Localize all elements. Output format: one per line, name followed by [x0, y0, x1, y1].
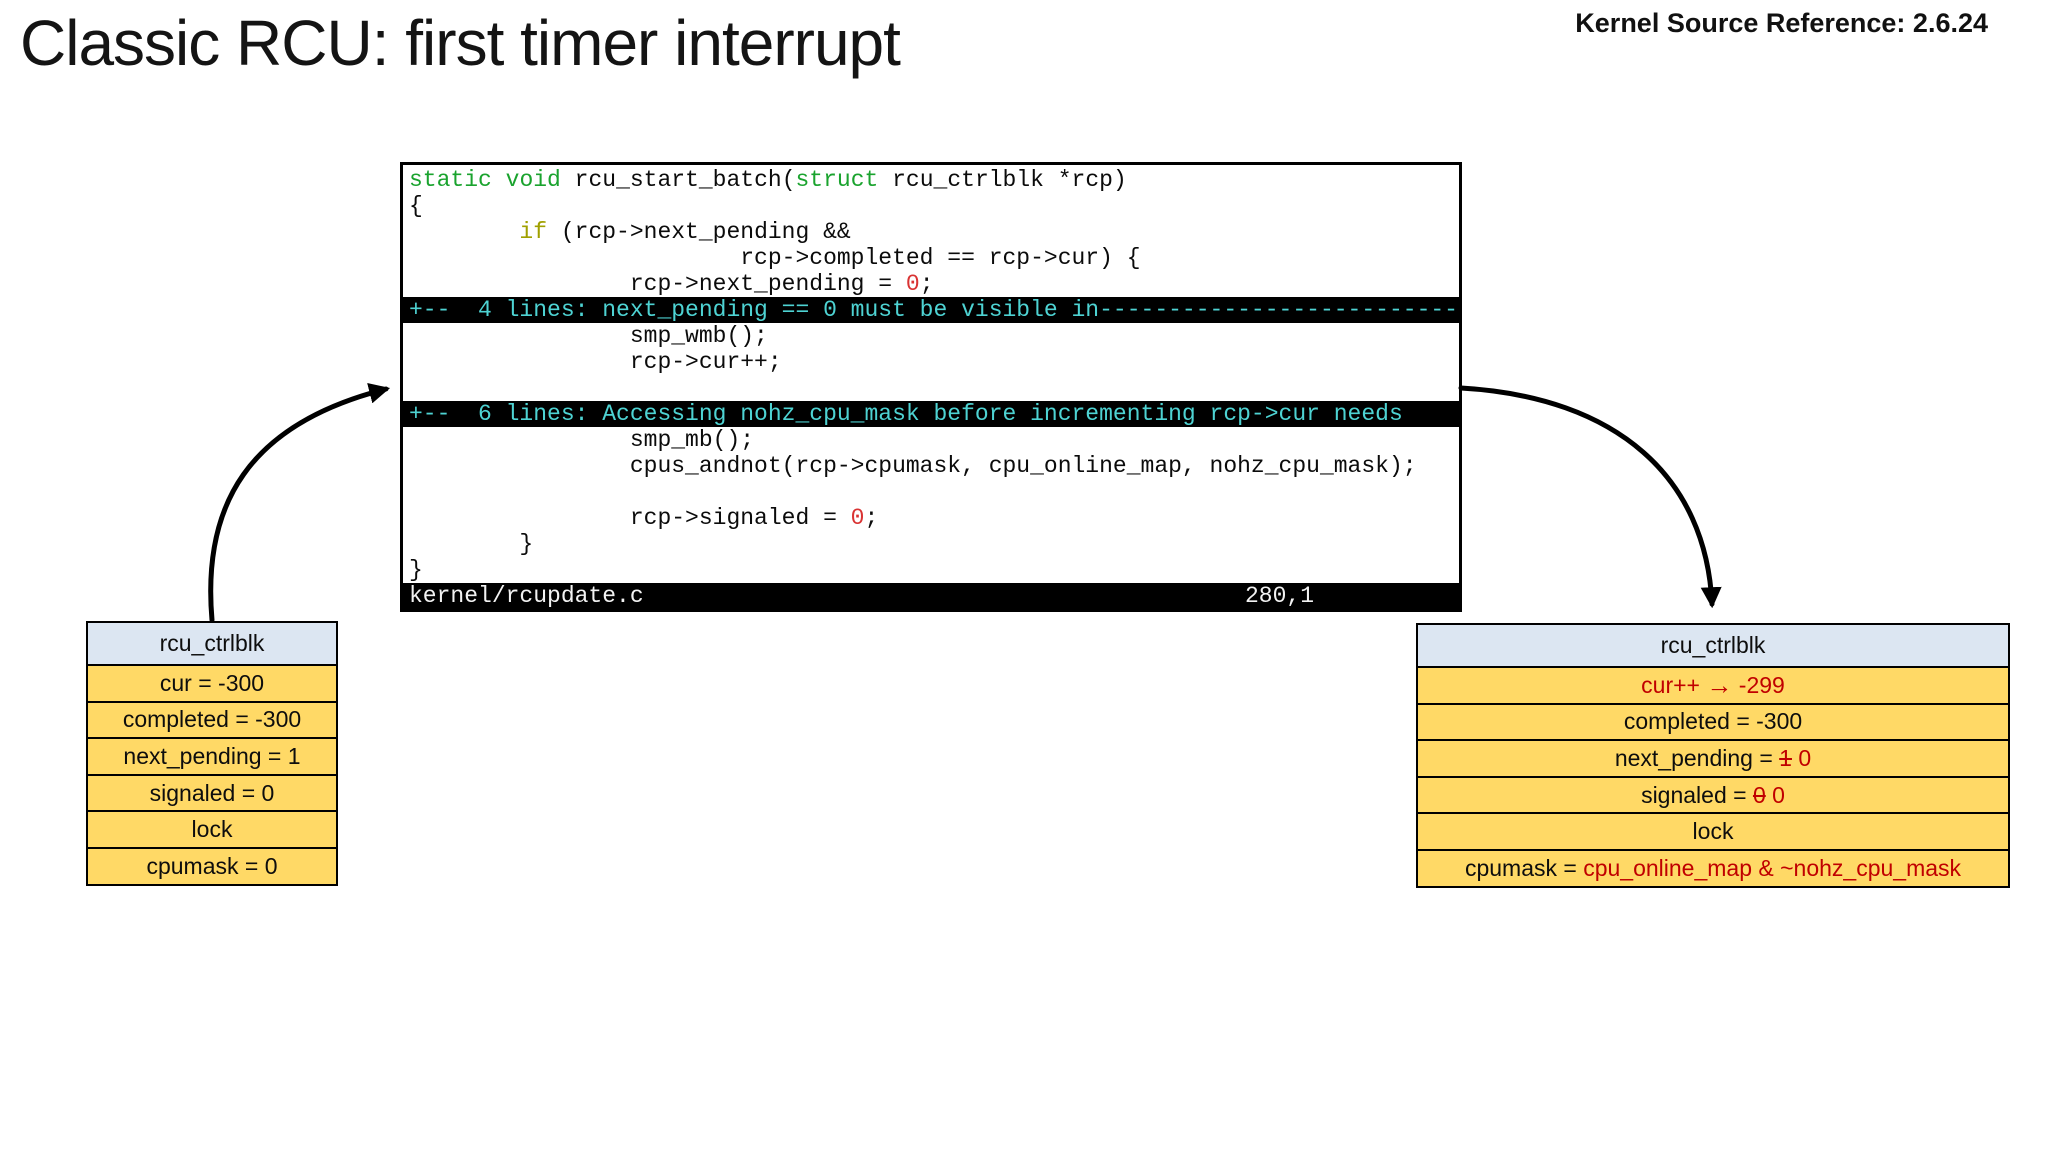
- code-line: if (rcp->next_pending &&: [519, 219, 851, 245]
- table-row: next_pending = 1: [88, 739, 336, 776]
- kernel-source-reference: Kernel Source Reference: 2.6.24: [1575, 8, 1988, 38]
- code-lines: static void rcu_start_batch(struct rcu_c…: [403, 167, 1459, 583]
- vim-fold-line: +-- 6 lines: Accessing nohz_cpu_mask bef…: [403, 401, 1459, 427]
- table-row: cur++ → -299: [1418, 668, 2008, 705]
- table-row: signaled = 0: [88, 776, 336, 813]
- table-row: cpumask = cpu_online_map & ~nohz_cpu_mas…: [1464, 854, 1962, 881]
- table-row: cur = -300: [88, 666, 336, 703]
- table-row: cpumask = 0: [146, 852, 278, 879]
- slide-title: Classic RCU: first timer interrupt: [20, 7, 901, 79]
- table-row: lock: [88, 812, 336, 849]
- code-line: cpus_andnot(rcp->cpumask, cpu_online_map…: [409, 453, 1417, 479]
- table-row: completed = -300: [1418, 705, 2008, 742]
- code-line: {: [409, 193, 423, 219]
- status-ruler: 280,1: [1244, 583, 1314, 609]
- code-line: }: [409, 557, 423, 583]
- code-line: [403, 479, 1459, 505]
- code-line: rcp->completed == rcp->cur) {: [409, 245, 1141, 271]
- arrow-code-to-right-table: [1458, 385, 1722, 609]
- code-line: rcp->cur++;: [409, 349, 782, 375]
- code-line: }: [409, 531, 534, 557]
- vim-code-window: static void rcu_start_batch(struct rcu_c…: [400, 162, 1462, 612]
- vim-fold-line: +-- 4 lines: next_pending == 0 must be v…: [403, 297, 1459, 323]
- code-line: smp_wmb();: [409, 323, 768, 349]
- code-line: [403, 375, 1459, 401]
- vim-status-bar: kernel/rcupdate.c 280,1: [403, 583, 1459, 609]
- arrow-left-table-to-code: [208, 382, 391, 623]
- status-file-name: kernel/rcupdate.c: [409, 583, 644, 609]
- code-line: static void rcu_start_batch(struct rcu_c…: [409, 167, 1127, 193]
- code-line: smp_mb();: [409, 427, 755, 453]
- table-row: signaled = 0 0: [1418, 778, 2008, 815]
- code-line: rcp->signaled = 0;: [409, 505, 879, 531]
- table-row: completed = -300: [88, 703, 336, 740]
- table-header: rcu_ctrlblk: [1418, 625, 2008, 668]
- table-row: lock: [1418, 814, 2008, 851]
- code-line: rcp->next_pending = 0;: [409, 271, 934, 297]
- table-header: rcu_ctrlblk: [88, 623, 336, 666]
- table-row: next_pending = 1 0: [1418, 741, 2008, 778]
